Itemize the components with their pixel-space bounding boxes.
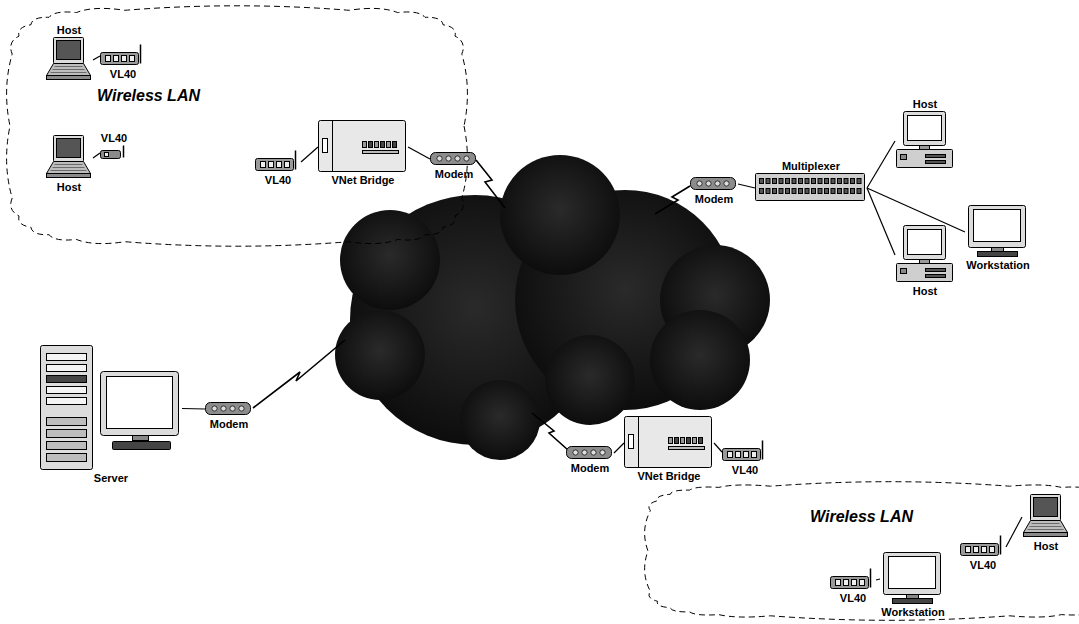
device-label: Host <box>1034 540 1058 553</box>
device-icon <box>895 225 955 285</box>
cloud-label-holder: Wireless LAN <box>810 508 913 526</box>
device-node: VL40 <box>960 535 1006 572</box>
device-node: VL40 <box>255 150 301 187</box>
device-label: VNet Bridge <box>332 174 395 187</box>
device-node: VL40 <box>100 44 146 81</box>
device-node: VL40 <box>722 440 768 477</box>
cable-line <box>876 579 880 580</box>
cable-line <box>1006 517 1022 547</box>
device-icon <box>45 135 93 181</box>
device-icon <box>960 535 1006 559</box>
device-label: VL40 <box>732 464 758 477</box>
device-icon <box>205 400 253 418</box>
cable-line <box>738 184 755 188</box>
device-label: Server <box>94 472 128 485</box>
device-node: VNet Bridge <box>318 120 408 187</box>
device-icon <box>830 568 876 592</box>
cable-line <box>614 443 624 453</box>
device-label: Workstation <box>966 259 1029 272</box>
device-icon <box>624 416 714 470</box>
device-label: Multiplexer <box>782 160 840 173</box>
device-icon <box>100 145 128 161</box>
device-icon <box>318 120 408 174</box>
cloud-label: Wireless LAN <box>810 508 913 526</box>
device-icon <box>880 552 946 606</box>
device-node: Multiplexer <box>755 160 867 203</box>
device-icon <box>566 444 614 462</box>
device-icon <box>100 44 146 68</box>
device-label: VL40 <box>840 592 866 605</box>
device-label: VL40 <box>970 559 996 572</box>
device-node: Workstation <box>880 552 946 619</box>
cable-line <box>867 188 895 255</box>
cable-line <box>408 147 430 159</box>
device-label: VL40 <box>110 68 136 81</box>
device-label: Host <box>913 285 937 298</box>
device-icon <box>755 173 867 203</box>
device-node: Host <box>895 225 955 298</box>
device-label: Workstation <box>881 606 944 619</box>
device-label: Host <box>57 24 81 37</box>
device-icon <box>690 175 738 193</box>
network-cloud <box>335 155 770 460</box>
device-node: Modem <box>690 175 738 206</box>
device-node: Server <box>40 345 182 485</box>
device-node: VNet Bridge <box>624 416 714 483</box>
wireless-link <box>253 160 690 450</box>
device-node: Host <box>45 135 93 194</box>
device-label: VL40 <box>101 132 127 145</box>
device-icon <box>430 150 478 168</box>
device-icon <box>45 37 93 83</box>
device-icon <box>965 205 1031 259</box>
cable-line <box>93 153 100 158</box>
cable-line <box>714 443 722 452</box>
device-icon <box>40 345 182 472</box>
cable-line <box>867 141 895 188</box>
device-node: Modem <box>566 444 614 475</box>
device-label: Modem <box>695 193 734 206</box>
device-node: VL40 <box>100 132 128 161</box>
device-node: VL40 <box>830 568 876 605</box>
cloud-label-holder: Wireless LAN <box>97 87 200 105</box>
device-node: Host <box>1022 494 1070 553</box>
device-icon <box>255 150 301 174</box>
device-icon <box>895 111 955 171</box>
device-label: Modem <box>571 462 610 475</box>
device-node: Modem <box>205 400 253 431</box>
device-node: Workstation <box>965 205 1031 272</box>
device-label: VNet Bridge <box>638 470 701 483</box>
wireless-lan-cloud: Wireless LAN VL40 HostVL40Workstation <box>640 478 1079 624</box>
device-icon <box>1022 494 1070 540</box>
cable-line <box>93 56 100 60</box>
cloud-label: Wireless LAN <box>97 87 200 105</box>
wireless-lan-cloud: Wireless LANHostVL40HostVL40VL40VNet Bri… <box>2 2 472 250</box>
device-label: Modem <box>210 418 249 431</box>
cable-line <box>182 408 205 410</box>
device-label: VL40 <box>265 174 291 187</box>
device-node: Modem <box>430 150 478 181</box>
device-icon <box>722 440 768 464</box>
device-label: Host <box>57 181 81 194</box>
cable-line <box>301 147 318 162</box>
device-label: Host <box>913 98 937 111</box>
device-node: Host <box>895 98 955 171</box>
device-label: Modem <box>435 168 474 181</box>
device-node: Host <box>45 24 93 83</box>
